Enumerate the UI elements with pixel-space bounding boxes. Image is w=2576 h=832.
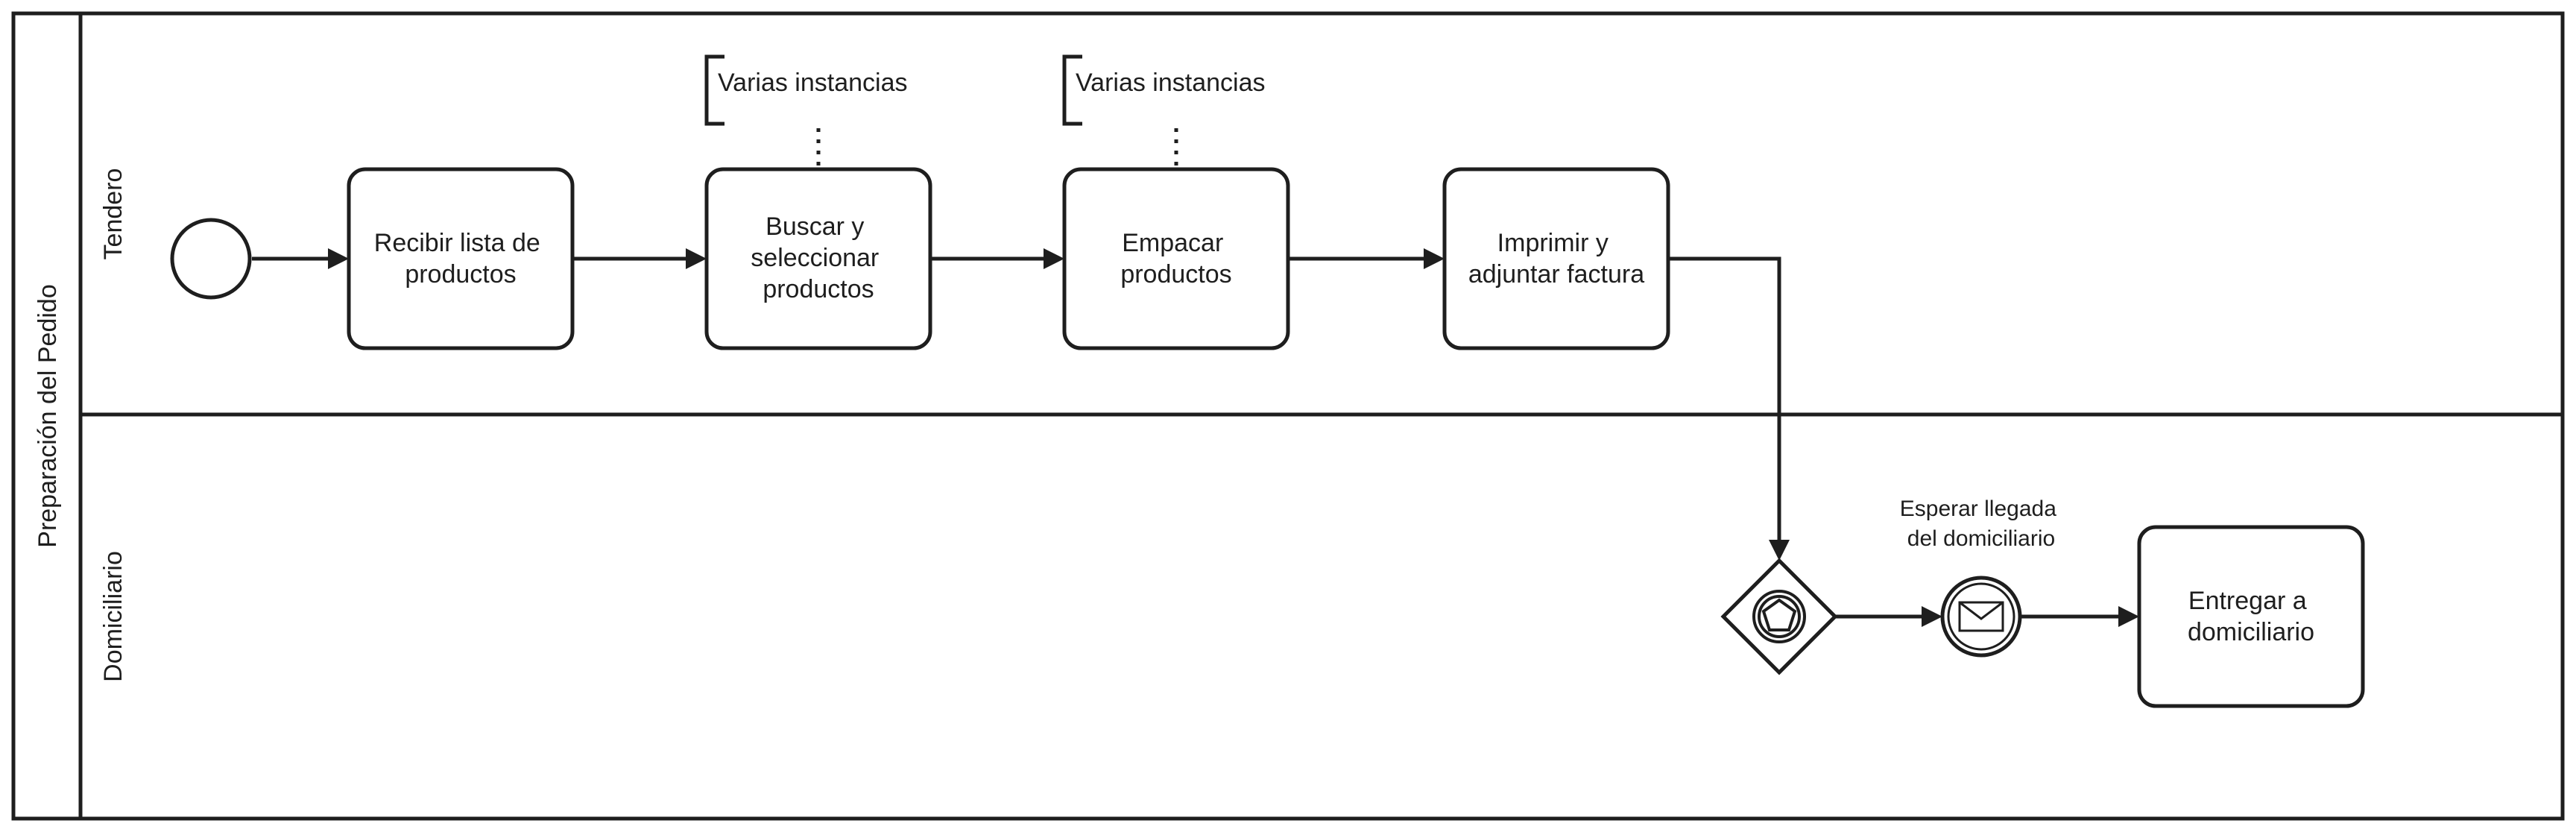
pentagon-icon bbox=[1761, 598, 1797, 631]
flow-arrowhead bbox=[686, 248, 707, 269]
task-label: Empacar productos bbox=[1120, 229, 1231, 289]
task-label: Buscar y seleccionar productos bbox=[751, 212, 886, 303]
sequence-flows bbox=[252, 248, 2139, 627]
flow-arrowhead bbox=[1922, 606, 1942, 627]
lane-label-domiciliario: Domiciliario bbox=[99, 551, 127, 682]
annotation-empacar[interactable]: Varias instancias bbox=[1062, 54, 1266, 167]
event-based-gateway[interactable] bbox=[1720, 558, 1838, 675]
annotation-bracket bbox=[1062, 54, 1082, 126]
task-empacar[interactable]: Empacar productos bbox=[1062, 167, 1290, 350]
flow-imprimir-to-gateway bbox=[1668, 256, 1781, 541]
task-recibir-lista[interactable]: Recibir lista de productos bbox=[347, 167, 575, 350]
annotation-bracket bbox=[704, 54, 724, 126]
flow-arrowhead bbox=[2118, 606, 2139, 627]
lane-label-tendero: Tendero bbox=[99, 168, 127, 260]
flow-arrowhead bbox=[1044, 248, 1064, 269]
envelope-icon bbox=[1958, 601, 2004, 632]
task-imprimir-factura[interactable]: Imprimir y adjuntar factura bbox=[1442, 167, 1670, 350]
flow-arrowhead bbox=[1424, 248, 1445, 269]
pool-label: Preparación del Pedido bbox=[34, 284, 62, 547]
flow-arrowhead bbox=[1769, 540, 1790, 561]
annotation-text: Varias instancias bbox=[1076, 69, 1266, 97]
flow-arrowhead bbox=[328, 248, 349, 269]
task-label: Recibir lista de productos bbox=[374, 229, 547, 289]
task-label: Imprimir y adjuntar factura bbox=[1468, 229, 1644, 289]
message-catch-label: Esperar llegada del domiciliario bbox=[1900, 497, 2062, 551]
annotation-buscar[interactable]: Varias instancias bbox=[704, 54, 908, 167]
task-label: Entregar a domiciliario bbox=[2188, 587, 2314, 646]
task-buscar-seleccionar[interactable]: Buscar y seleccionar productos bbox=[704, 167, 932, 350]
start-event[interactable] bbox=[170, 218, 252, 300]
message-catch-event[interactable] bbox=[1940, 576, 2022, 658]
annotation-text: Varias instancias bbox=[718, 69, 908, 97]
task-entregar-domiciliario[interactable]: Entregar a domiciliario bbox=[2137, 525, 2365, 708]
